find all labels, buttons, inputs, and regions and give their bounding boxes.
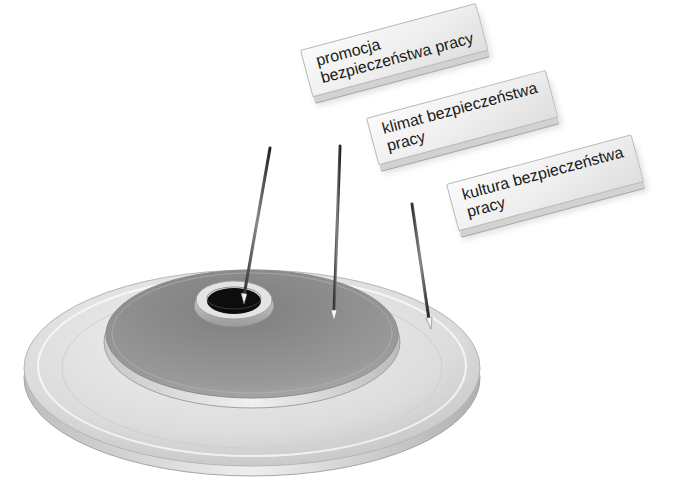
panel-text: promocja bezpieczeństwa pracy: [314, 12, 476, 88]
glass-label-panel: kultura bezpieczeństwa pracy: [446, 134, 644, 231]
glass-label-panel: klimat bezpieczeństwa pracy: [366, 70, 558, 165]
middle-ring: [104, 270, 400, 408]
glass-label-panel: promocja bezpieczeństwa pracy: [300, 3, 488, 97]
pointer-pins: [241, 146, 432, 329]
pin-middle: [334, 146, 340, 312]
panel-text: kultura bezpieczeństwa pracy: [460, 143, 632, 221]
pin-outer: [412, 204, 429, 320]
outer-disc: [24, 270, 480, 476]
pin-center: [244, 148, 270, 296]
pin-tip: [426, 317, 432, 329]
pin-tip: [241, 293, 247, 304]
panel-text: klimat bezpieczeństwa pracy: [380, 79, 546, 156]
pin-tip: [331, 310, 337, 321]
inner-bullseye: [194, 281, 274, 327]
